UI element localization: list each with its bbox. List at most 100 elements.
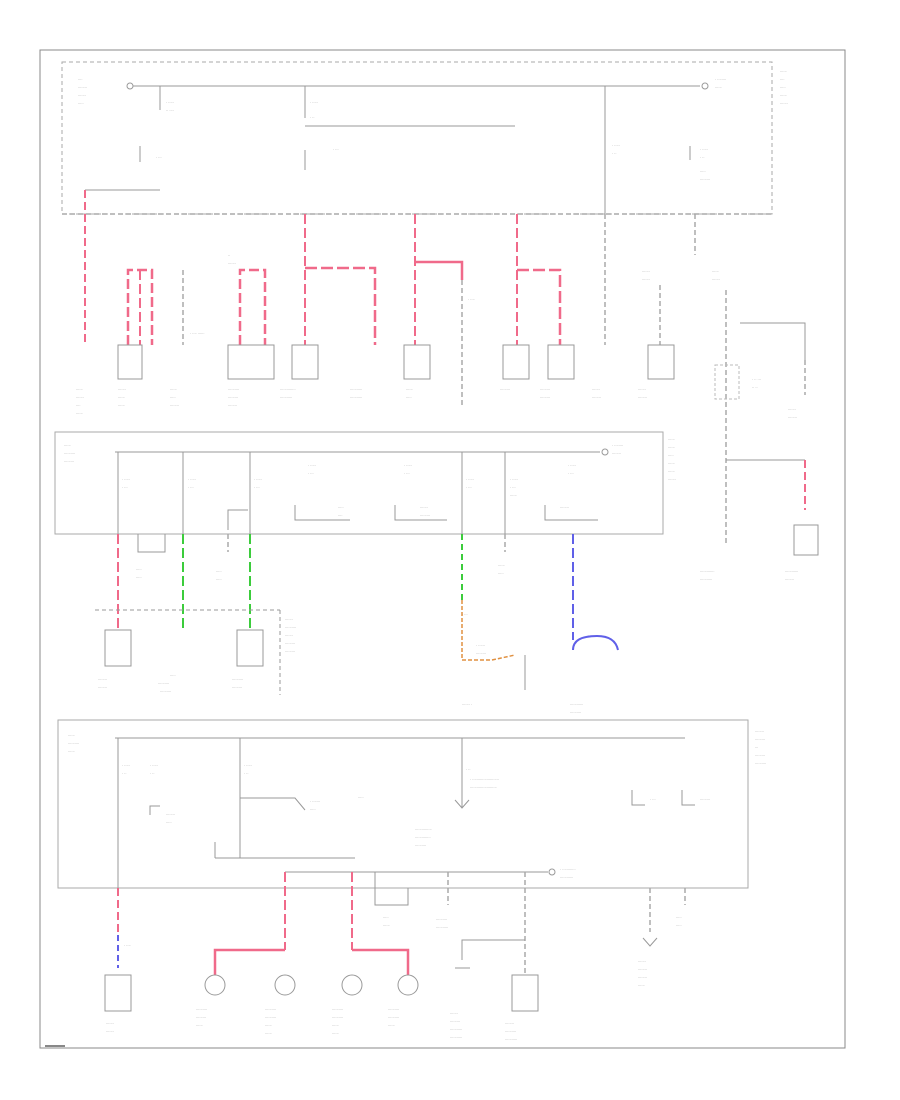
svg-text:.......: ....... [638, 386, 646, 391]
svg-text:.. ....: .. .... [166, 107, 174, 112]
svg-text:. .....: . ..... [404, 462, 412, 467]
svg-text:. ...: . ... [510, 484, 516, 489]
svg-text:. .. ...: . .. ... [752, 376, 761, 381]
svg-text:.........: ......... [540, 386, 550, 391]
svg-text:........: ........ [228, 402, 237, 407]
svg-text:....: .... [76, 402, 80, 407]
svg-text:........: ........ [560, 504, 569, 509]
svg-text:. ...: . ... [333, 146, 339, 151]
svg-text:......: ...... [638, 982, 645, 987]
svg-text:..: .. [228, 252, 230, 257]
svg-text:...........: ........... [450, 1034, 462, 1039]
svg-text:......: ...... [668, 436, 675, 441]
svg-text:......: ...... [265, 1030, 272, 1035]
svg-text:.........: ......... [700, 796, 710, 801]
svg-text:. ...: . ... [308, 470, 314, 475]
svg-text:. ..: . .. [612, 150, 616, 155]
svg-text:. ...: . ... [122, 484, 128, 489]
svg-text:. ..: . .. [700, 154, 704, 159]
svg-text:.......: ....... [638, 958, 646, 963]
svg-text:......: ...... [668, 444, 675, 449]
diagram-border [39, 49, 846, 1049]
svg-text:......: ...... [780, 68, 787, 73]
svg-text:.....: ..... [136, 574, 142, 579]
svg-text:. ............: . ............ [560, 866, 576, 871]
svg-text:. ..: . .. [466, 766, 470, 771]
svg-text:........: ........ [638, 966, 647, 971]
svg-text:. ......: . ...... [476, 642, 485, 647]
svg-text:........................: ........................ [470, 784, 497, 789]
svg-text:......: ...... [118, 402, 125, 407]
svg-text:........: ........ [78, 84, 87, 89]
svg-text:..........: .......... [332, 1014, 343, 1019]
svg-text:.....: ..... [383, 914, 389, 919]
svg-text:......: ...... [780, 92, 787, 97]
svg-text:. ...: . ... [466, 484, 472, 489]
component-row-1: ....................... ................… [76, 344, 675, 415]
svg-text:..........: .......... [570, 709, 581, 714]
svg-text:. ...: . ... [650, 796, 656, 801]
svg-text:........: ........ [170, 402, 179, 407]
svg-text:......: ...... [715, 84, 722, 89]
svg-text:..........: .......... [265, 1014, 276, 1019]
svg-text:........: ........ [638, 394, 647, 399]
svg-text:.....: ..... [498, 570, 504, 575]
svg-text:. ..: . .. [244, 770, 248, 775]
svg-text:...........: ........... [350, 394, 362, 399]
svg-text:..........: .......... [160, 688, 171, 693]
svg-text:.....: ..... [216, 576, 222, 581]
svg-text:.........: ......... [540, 394, 550, 399]
svg-text:.........: ......... [755, 752, 765, 757]
svg-text:...........: ........... [505, 1036, 517, 1041]
svg-text:...........: ........... [450, 1026, 462, 1031]
svg-text:. ........: . ........ [715, 76, 726, 81]
svg-text:............: ............ [560, 874, 573, 879]
svg-text:. .....: . ..... [244, 762, 252, 767]
top-fuse-panel: ........................ . .............… [61, 61, 788, 215]
svg-text:.........: ......... [196, 1014, 206, 1019]
svg-text:.........: ......... [476, 650, 486, 655]
svg-text:.......: ....... [118, 386, 126, 391]
bottom-fuse-panel: ...................... .................… [57, 719, 766, 889]
svg-text:.......: ....... [76, 394, 84, 399]
svg-text:............: ............ [570, 701, 583, 706]
svg-text:. .....: . ..... [254, 476, 262, 481]
svg-text:.....: ..... [406, 394, 412, 399]
svg-text:..........: .......... [755, 760, 766, 765]
svg-text:.....: ..... [780, 84, 786, 89]
svg-text:. ....: . .... [124, 942, 131, 947]
svg-text:.....: ..... [216, 568, 222, 573]
svg-text:. .... ......: . .... ...... [190, 330, 204, 335]
svg-text:. ..: . .. [150, 770, 154, 775]
svg-text:......: ...... [118, 394, 125, 399]
svg-text:......: ...... [68, 732, 75, 737]
svg-text:......: ...... [668, 460, 675, 465]
svg-text:. .......: . ....... [310, 798, 320, 803]
svg-text:.....: ..... [676, 922, 682, 927]
svg-text:. ..: . .. [310, 114, 314, 119]
svg-text:..............: .............. [415, 834, 431, 839]
svg-text:.............: ............. [700, 568, 714, 573]
svg-text:..........: .......... [285, 624, 296, 629]
svg-text:......: ...... [76, 410, 83, 415]
svg-text:..........: .......... [388, 1014, 399, 1019]
svg-text:. .....: . ..... [310, 99, 318, 104]
svg-text:.....: ..... [358, 794, 364, 799]
svg-text:.......: ....... [712, 276, 720, 281]
svg-text:.......: ....... [78, 92, 86, 97]
svg-text:.........: ......... [450, 1018, 460, 1023]
top-circuit-drops: . .... ...... ......... . .... .........… [84, 190, 696, 405]
svg-text:..........: .......... [68, 740, 79, 745]
svg-text:..........: .......... [232, 676, 243, 681]
svg-text:......: ...... [712, 268, 719, 273]
svg-text:..............: .............. [280, 386, 296, 391]
svg-text:......: ...... [332, 1030, 339, 1035]
svg-text:. ..: . .. [122, 770, 126, 775]
svg-text:..........: .......... [436, 916, 447, 921]
svg-text:...........: ........... [436, 924, 448, 929]
svg-text:..........: .......... [332, 1006, 343, 1011]
svg-text:..........: .......... [265, 1006, 276, 1011]
svg-text:. .....: . ..... [166, 99, 174, 104]
svg-text:........: ........ [505, 1020, 514, 1025]
